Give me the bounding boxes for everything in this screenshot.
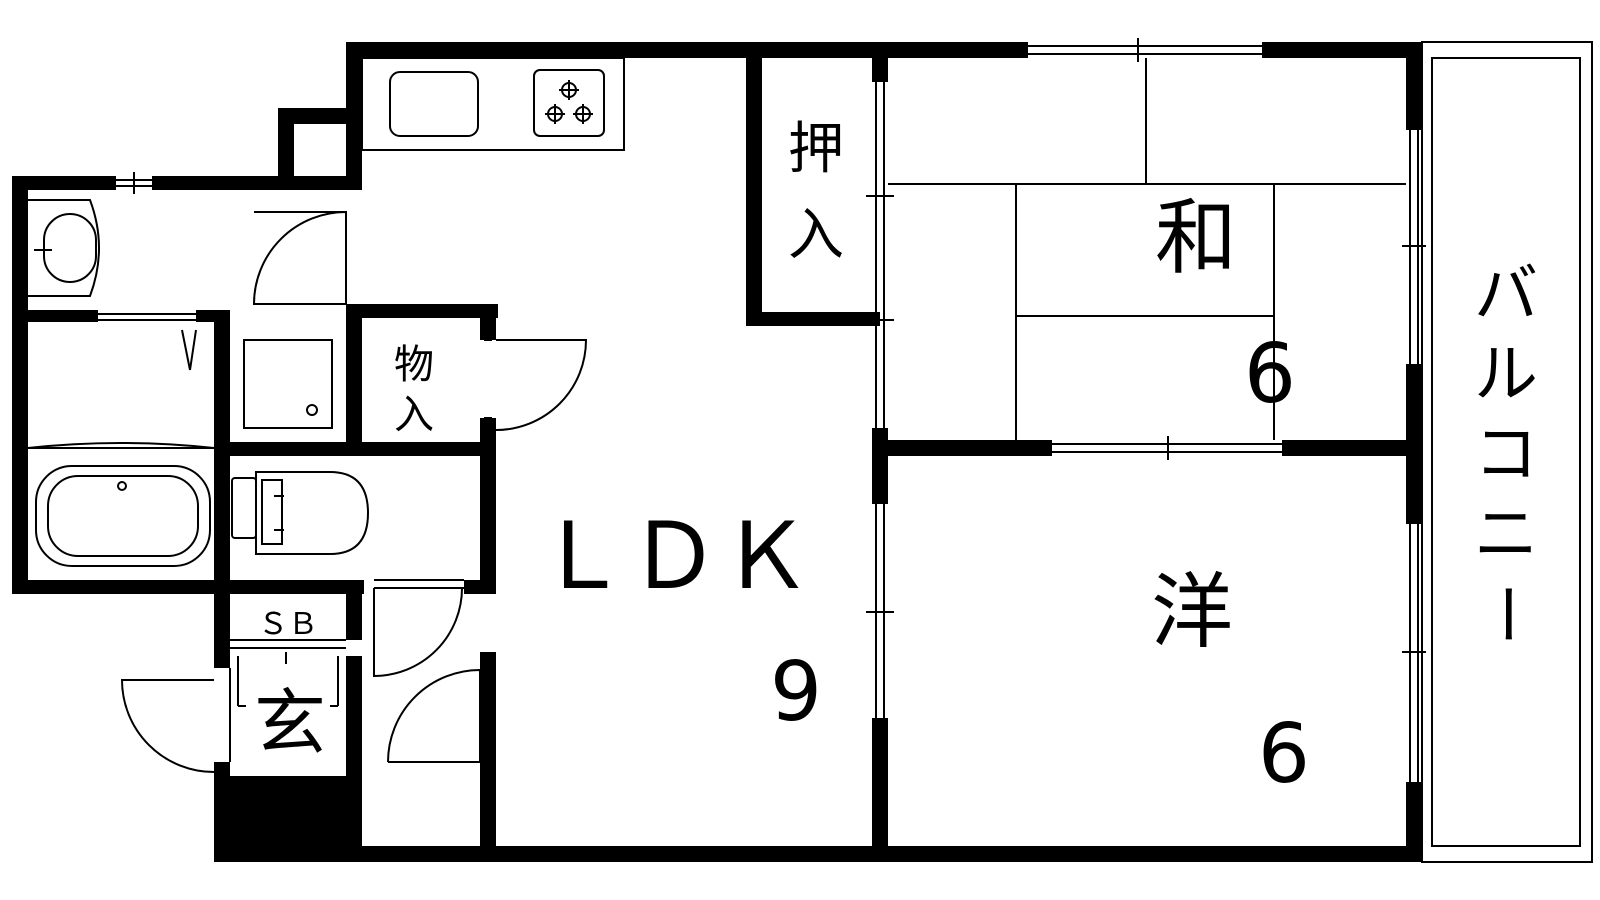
stove-icon (533, 69, 605, 137)
ldk-size: 9 (770, 645, 822, 740)
balcony-label-3: コ (1474, 418, 1538, 492)
utility-door (252, 210, 347, 305)
balcony-label-5: ー (1468, 582, 1542, 646)
bathtub-icon (27, 329, 215, 567)
room-labels: 押 入 和 6 ＬＤＫ 9 洋 6 物 入 ＳＢ 玄 バ ル コ ニ ー (254, 117, 1542, 802)
shoebox-label: ＳＢ (258, 607, 318, 642)
doors (120, 210, 588, 773)
washbasin-icon (28, 199, 100, 297)
balcony-label-4: ニ (1474, 498, 1538, 572)
storage-label-1: 物 (394, 342, 434, 388)
toilet-icon (231, 471, 370, 555)
youshitsu-size: 6 (1258, 707, 1310, 802)
oshiire-label-1: 押 (788, 117, 844, 182)
balcony-label-2: ル (1474, 338, 1538, 412)
thin-lines (98, 38, 1593, 863)
oshiire-label-2: 入 (788, 203, 844, 268)
ldk-name: ＬＤＫ (536, 503, 812, 610)
youshitsu-name: 洋 (1151, 565, 1233, 660)
storage-label-2: 入 (394, 392, 434, 438)
walls (12, 42, 1422, 862)
balcony-label-1: バ (1474, 258, 1538, 332)
washing-machine-pan-icon (243, 339, 333, 429)
kitchen-sink-icon (389, 71, 479, 137)
washitsu-size: 6 (1244, 327, 1296, 422)
entrance-door (120, 679, 215, 773)
bath-door (387, 668, 481, 763)
washitsu-name: 和 (1155, 191, 1237, 286)
storage-door (495, 339, 588, 431)
toilet-door (373, 587, 463, 678)
entrance-label: 玄 (254, 681, 326, 765)
